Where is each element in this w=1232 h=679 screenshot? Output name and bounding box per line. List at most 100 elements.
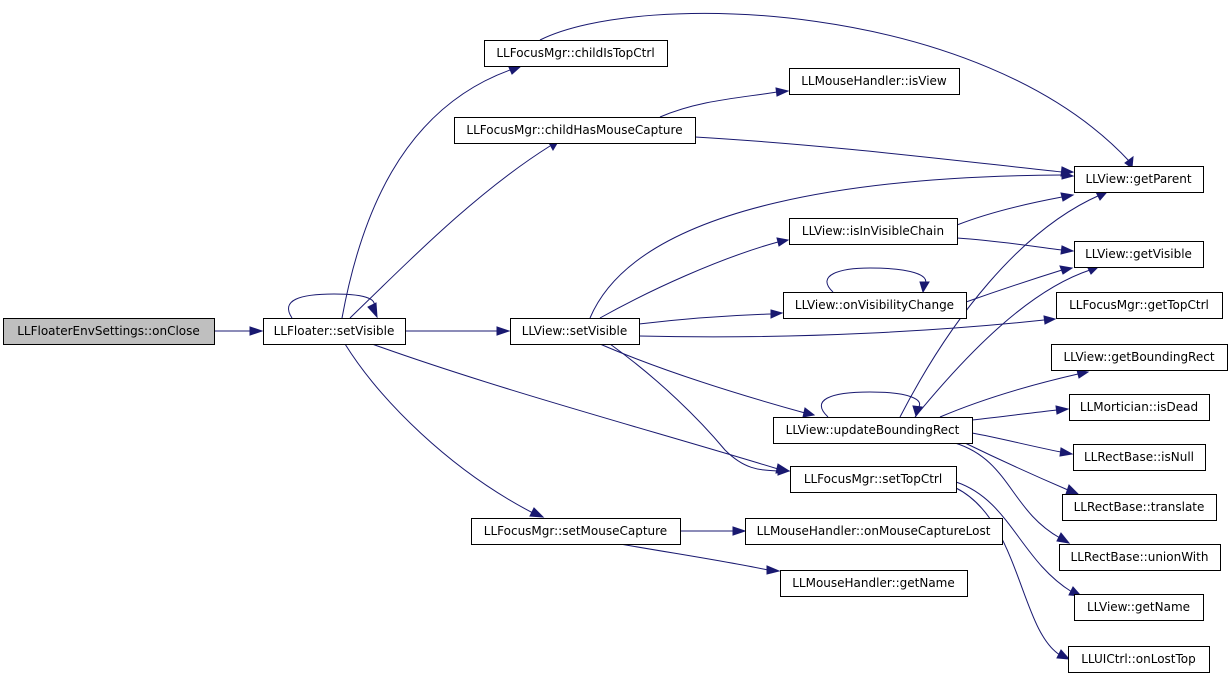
node-box[interactable] bbox=[471, 518, 681, 545]
node-label: LLFocusMgr::childHasMouseCapture bbox=[466, 123, 682, 137]
node-n10[interactable]: LLView::onVisibilityChange bbox=[783, 292, 967, 319]
node-box[interactable] bbox=[790, 466, 957, 493]
arrowhead-icon bbox=[919, 281, 930, 294]
edge-line bbox=[826, 267, 927, 293]
edge-n11-to-n18 bbox=[971, 432, 1074, 457]
node-n3[interactable]: LLFocusMgr::childHasMouseCapture bbox=[454, 117, 696, 144]
node-label: LLView::getVisible bbox=[1085, 247, 1192, 261]
edge-line bbox=[371, 343, 779, 470]
node-box[interactable] bbox=[1062, 494, 1217, 521]
node-label: LLRectBase::translate bbox=[1074, 500, 1205, 514]
edge-line bbox=[955, 481, 1073, 593]
node-label: LLFocusMgr::getTopCtrl bbox=[1069, 298, 1209, 312]
arrowhead-icon bbox=[496, 326, 511, 336]
node-box[interactable] bbox=[1068, 646, 1210, 673]
arrowhead-icon bbox=[1056, 649, 1071, 660]
edge-line bbox=[589, 174, 1063, 319]
node-n0[interactable]: LLFloaterEnvSettings::onClose bbox=[3, 318, 215, 345]
node-n14[interactable]: LLView::getVisible bbox=[1074, 241, 1204, 268]
node-box[interactable] bbox=[783, 292, 967, 319]
edge-n6-to-n12 bbox=[680, 526, 747, 536]
node-box[interactable] bbox=[780, 570, 968, 597]
node-label: LLView::updateBoundingRect bbox=[786, 423, 960, 437]
edge-n1-to-n5 bbox=[371, 343, 791, 474]
node-n13[interactable]: LLMouseHandler::getName bbox=[780, 570, 968, 597]
edge-n4-to-n9 bbox=[599, 237, 790, 319]
nodes-layer: LLFloaterEnvSettings::onClose LLFloater::… bbox=[3, 40, 1228, 673]
node-n7[interactable]: LLMouseHandler::isView bbox=[789, 68, 960, 95]
node-box[interactable] bbox=[1074, 166, 1204, 193]
node-n11[interactable]: LLView::updateBoundingRect bbox=[773, 417, 973, 444]
edge-line bbox=[821, 391, 921, 418]
arrowhead-icon bbox=[249, 326, 264, 336]
node-box[interactable] bbox=[454, 117, 696, 144]
arrowhead-icon bbox=[1076, 369, 1090, 379]
node-n16[interactable]: LLView::getBoundingRect bbox=[1051, 344, 1228, 371]
edge-line bbox=[939, 373, 1079, 418]
edge-line bbox=[349, 145, 551, 319]
node-box[interactable] bbox=[1051, 344, 1228, 371]
arrowhead-icon bbox=[1060, 245, 1075, 255]
edge-n4-to-n8 bbox=[589, 170, 1075, 319]
node-box[interactable] bbox=[1069, 394, 1210, 421]
node-box[interactable] bbox=[1059, 544, 1221, 571]
node-n5[interactable]: LLFocusMgr::setTopCtrl bbox=[790, 466, 957, 493]
edge-n3-to-n7 bbox=[659, 87, 790, 118]
node-box[interactable] bbox=[745, 518, 1003, 545]
arrowhead-icon bbox=[1056, 532, 1071, 544]
arrowhead-icon bbox=[1055, 405, 1070, 415]
node-label: LLFocusMgr::setTopCtrl bbox=[804, 472, 942, 486]
node-n6[interactable]: LLFocusMgr::setMouseCapture bbox=[471, 518, 681, 545]
edge-n5-to-n22 bbox=[955, 487, 1071, 660]
node-n20[interactable]: LLRectBase::unionWith bbox=[1059, 544, 1221, 571]
arrowhead-icon bbox=[367, 302, 378, 319]
node-box[interactable] bbox=[773, 417, 973, 444]
node-box[interactable] bbox=[1073, 444, 1206, 471]
edge-n11-to-n20 bbox=[954, 442, 1071, 544]
edge-line bbox=[599, 241, 779, 319]
node-box[interactable] bbox=[1074, 594, 1204, 621]
node-box[interactable] bbox=[789, 218, 958, 245]
node-n1[interactable]: LLFloater::setVisible bbox=[263, 318, 406, 345]
node-n12[interactable]: LLMouseHandler::onMouseCaptureLost bbox=[745, 518, 1003, 545]
edge-line bbox=[971, 432, 1062, 453]
edge-line bbox=[288, 293, 375, 319]
node-label: LLMouseHandler::isView bbox=[801, 74, 947, 88]
edge-n4-to-n10 bbox=[638, 309, 784, 325]
edge-n3-to-n8 bbox=[694, 136, 1075, 177]
node-label: LLView::isInVisibleChain bbox=[802, 224, 944, 238]
edge-line bbox=[539, 12, 1131, 163]
node-box[interactable] bbox=[484, 40, 668, 67]
edge-n10-to-n10 bbox=[826, 267, 930, 294]
node-box[interactable] bbox=[1074, 241, 1204, 268]
node-n8[interactable]: LLView::getParent bbox=[1074, 166, 1204, 193]
edge-n4-to-n5 bbox=[609, 343, 791, 476]
arrowhead-icon bbox=[770, 309, 784, 319]
node-label: LLFocusMgr::setMouseCapture bbox=[484, 524, 667, 538]
edge-n1-to-n2 bbox=[341, 64, 523, 319]
edge-line bbox=[954, 442, 1061, 539]
node-n9[interactable]: LLView::isInVisibleChain bbox=[789, 218, 958, 245]
node-n22[interactable]: LLUICtrl::onLostTop bbox=[1068, 646, 1210, 673]
node-n2[interactable]: LLFocusMgr::childIsTopCtrl bbox=[484, 40, 668, 67]
arrowhead-icon bbox=[1095, 191, 1108, 201]
node-n19[interactable]: LLRectBase::translate bbox=[1062, 494, 1217, 521]
node-box[interactable] bbox=[789, 68, 960, 95]
edge-line bbox=[609, 343, 779, 472]
node-box[interactable] bbox=[3, 318, 215, 345]
edge-n5-to-n21 bbox=[955, 481, 1083, 597]
node-n18[interactable]: LLRectBase::isNull bbox=[1073, 444, 1206, 471]
node-n21[interactable]: LLView::getName bbox=[1074, 594, 1204, 621]
node-n17[interactable]: LLMortician::isDead bbox=[1069, 394, 1210, 421]
arrowhead-icon bbox=[1059, 447, 1074, 457]
node-box[interactable] bbox=[510, 318, 640, 345]
edge-n1-to-n1 bbox=[288, 293, 378, 319]
node-label: LLRectBase::isNull bbox=[1084, 450, 1194, 464]
node-label: LLView::getBoundingRect bbox=[1063, 350, 1214, 364]
node-box[interactable] bbox=[263, 318, 406, 345]
arrowhead-icon bbox=[776, 237, 790, 247]
edge-line bbox=[971, 409, 1058, 421]
node-n4[interactable]: LLView::setVisible bbox=[510, 318, 640, 345]
node-n15[interactable]: LLFocusMgr::getTopCtrl bbox=[1056, 292, 1223, 319]
node-box[interactable] bbox=[1056, 292, 1223, 319]
